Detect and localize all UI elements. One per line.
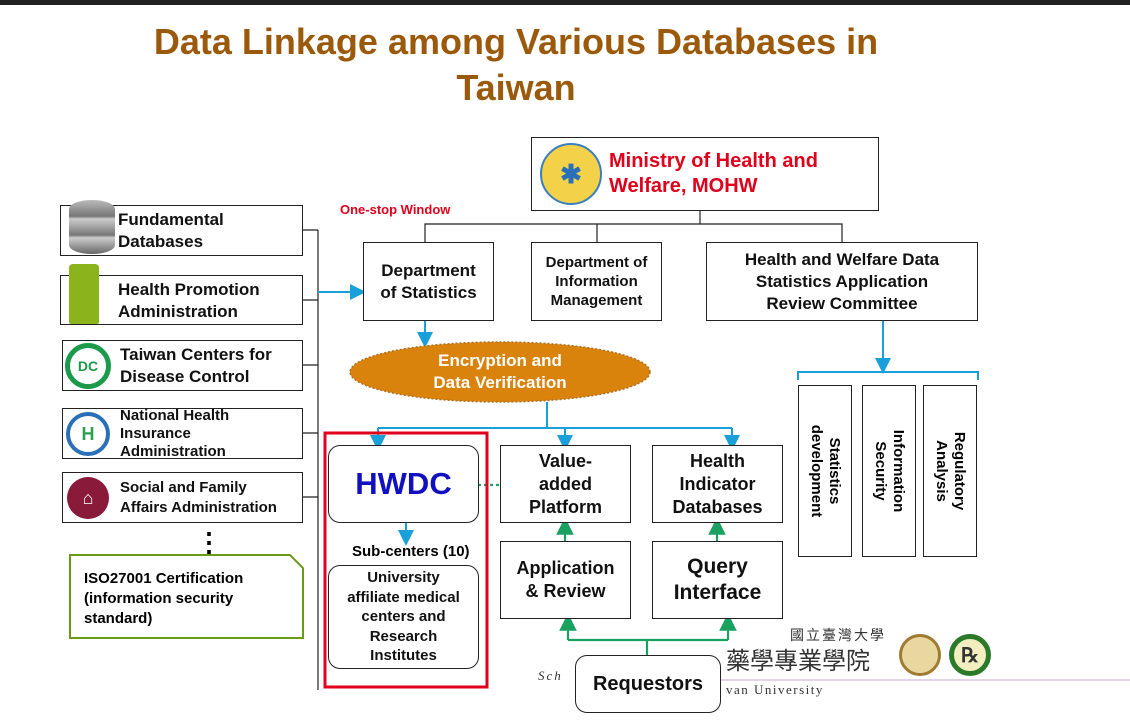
mohw-name-line2: Welfare, MOHW — [609, 175, 758, 197]
label: Regulatory — [951, 431, 968, 511]
label: of Statistics — [380, 282, 477, 302]
database-icon — [69, 200, 115, 254]
label: Encryption and — [438, 351, 562, 370]
label: Indicator — [679, 473, 756, 494]
label: Health — [689, 450, 745, 471]
label: development — [808, 424, 825, 518]
hwdc-highlight-box — [323, 431, 489, 689]
university-seal-icon — [899, 634, 941, 676]
label: affiliate medical — [347, 588, 460, 606]
cdc-logo-icon: DC — [65, 343, 111, 389]
label: Social and Family — [120, 479, 247, 496]
label: standard) — [84, 610, 153, 627]
label: ISO27001 Certification — [84, 570, 244, 587]
slide-title-line1: Data Linkage among Various Databases in — [153, 21, 879, 62]
footer-english-left: Sch — [538, 668, 563, 683]
iso-box — [69, 554, 304, 639]
footer-chinese-large: 藥學專業學院 — [726, 647, 870, 675]
label: Application — [516, 558, 615, 578]
slide-title-line2: Taiwan — [456, 67, 576, 108]
label: National Health — [120, 407, 230, 424]
encryption-ellipse — [349, 341, 651, 403]
footer-chinese-small: 國立臺灣大學 — [790, 628, 886, 644]
mohw-box: ✱ Ministry of Health and Welfare, MOHW — [531, 137, 879, 211]
label: Security — [872, 441, 889, 501]
source-sfaa: ⌂ Social and Family Affairs Administrati… — [62, 472, 303, 523]
label: Value- — [538, 450, 593, 471]
nhia-logo-icon: H — [66, 412, 110, 456]
label: Taiwan Centers for — [120, 345, 272, 364]
label: Health and Welfare Data — [744, 249, 940, 269]
label: Data Verification — [433, 373, 567, 392]
label: (information security — [84, 590, 234, 607]
label: Platform — [528, 496, 602, 517]
label: Interface — [673, 581, 762, 604]
label: Administration — [118, 302, 238, 321]
source-nhia: H National Health Insurance Administrati… — [62, 407, 303, 460]
label: Administration — [120, 443, 226, 460]
label: Statistics — [826, 437, 843, 505]
iso-certification-text: ISO27001 Certification (information secur… — [84, 569, 243, 629]
sfaa-logo-icon: ⌂ — [67, 477, 109, 519]
label: Databases — [118, 232, 204, 251]
label: Analysis — [933, 440, 950, 502]
label: Information — [890, 429, 907, 513]
label: Department of — [545, 254, 648, 271]
application-review: Application & Review — [500, 541, 631, 619]
label: University — [367, 569, 440, 587]
source-health-promotion-administration: Health Promotion Administration — [60, 264, 303, 325]
label: & Review — [525, 581, 606, 601]
label: Query — [687, 555, 748, 578]
footer-english-right: van University — [726, 682, 824, 697]
label: Department — [381, 260, 476, 280]
label: Review Committee — [766, 293, 918, 313]
label: centers and — [361, 608, 446, 626]
label: Fundamental — [118, 210, 224, 229]
mohw-logo-icon: ✱ — [540, 143, 602, 205]
one-stop-window-label: One-stop Window — [340, 202, 451, 217]
label: Management — [550, 292, 643, 309]
label: Health Promotion — [118, 280, 260, 299]
pharmacy-rx-logo-icon: ℞ — [949, 634, 991, 676]
more-sources-ellipsis: ⋮ — [196, 527, 222, 557]
label: Research — [369, 627, 438, 645]
source-taiwan-cdc: DC Taiwan Centers for Disease Control — [62, 340, 303, 391]
hand-logo-icon — [69, 264, 99, 324]
source-fundamental-databases: Fundamental Databases — [60, 200, 303, 256]
top-bar — [0, 0, 1130, 5]
label: Statistics Application — [755, 271, 929, 291]
sub-centers-label: Sub-centers (10) — [352, 543, 470, 560]
label: Affairs Administration — [120, 499, 277, 516]
label: Institutes — [370, 647, 437, 665]
mohw-name-line1: Ministry of Health and — [609, 150, 818, 172]
label: Databases — [672, 496, 763, 517]
requestors-box: Requestors — [575, 655, 721, 713]
label: added — [538, 473, 592, 494]
label: Disease Control — [120, 367, 250, 386]
hwdc-box: HWDC — [328, 445, 479, 523]
label: Insurance — [120, 425, 191, 442]
label: Information — [555, 273, 638, 290]
